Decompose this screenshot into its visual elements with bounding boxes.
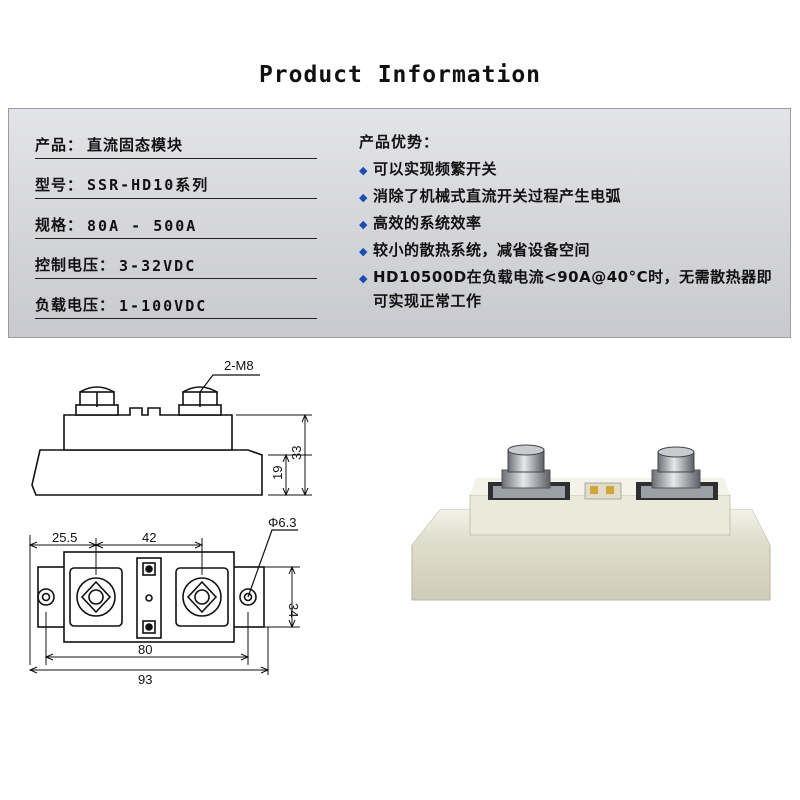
diamond-bullet-icon: ◆ [359, 272, 368, 285]
dim-offset-left: 25.5 [52, 530, 77, 545]
top-view [37, 551, 265, 643]
advantage-item: ◆较小的散热系统，减省设备空间 [359, 238, 779, 265]
top-dimension-lines [28, 529, 300, 675]
diamond-bullet-icon: ◆ [359, 245, 368, 258]
spec-model: 型号： SSR-HD10系列 [35, 163, 317, 199]
side-view [31, 374, 263, 496]
dim-length: 93 [138, 672, 152, 687]
page-title: Product Information [258, 62, 542, 88]
dim-depth: 34 [286, 603, 301, 617]
spec-model-value: SSR-HD10系列 [87, 176, 210, 194]
advantages-heading: 产品优势： [359, 133, 440, 151]
diamond-bullet-icon: ◆ [359, 164, 368, 177]
spec-model-label: 型号： [35, 176, 84, 194]
spec-rating-value: 80A - 500A [87, 217, 198, 235]
spec-load-voltage-label: 负载电压： [35, 296, 116, 314]
dim-hole-diameter: Φ6.3 [268, 515, 296, 530]
dim-height-base: 19 [270, 466, 285, 480]
advantage-item: ◆消除了机械式直流开关过程产生电弧 [359, 184, 779, 211]
advantage-item: ◆HD10500D在负载电流<90A@40°C时，无需散热器即可实现正常工作 [359, 268, 773, 310]
spec-load-voltage-value: 1-100VDC [119, 297, 208, 315]
spec-product: 产品： 直流固态模块 [35, 123, 317, 159]
advantage-item: ◆可以实现频繁开关 [359, 157, 779, 184]
spec-rating: 规格： 80A - 500A [35, 203, 317, 239]
dim-terminal-spacing: 42 [142, 530, 156, 545]
spec-control-voltage-label: 控制电压： [35, 256, 116, 274]
product-photo [411, 444, 771, 601]
dim-height-total: 33 [289, 446, 304, 460]
spec-control-voltage: 控制电压： 3-32VDC [35, 243, 317, 279]
side-dimension-lines [236, 413, 312, 497]
dim-screw-label: 2-M8 [224, 358, 254, 373]
spec-control-voltage-value: 3-32VDC [119, 257, 197, 275]
diamond-bullet-icon: ◆ [359, 218, 368, 231]
spec-product-label: 产品： [35, 136, 84, 154]
diamond-bullet-icon: ◆ [359, 191, 368, 204]
advantages-list: ◆可以实现频繁开关 ◆消除了机械式直流开关过程产生电弧 ◆高效的系统效率 ◆较小… [359, 157, 779, 313]
spec-product-value: 直流固态模块 [87, 136, 184, 154]
technical-drawing: 2-M8 33 19 [28, 358, 771, 687]
advantage-item: ◆高效的系统效率 [359, 211, 779, 238]
dim-hole-spacing: 80 [138, 642, 152, 657]
info-panel: 产品： 直流固态模块 型号： SSR-HD10系列 规格： 80A - 500A… [8, 108, 791, 338]
spec-rating-label: 规格： [35, 216, 84, 234]
spec-load-voltage: 负载电压： 1-100VDC [35, 283, 317, 319]
